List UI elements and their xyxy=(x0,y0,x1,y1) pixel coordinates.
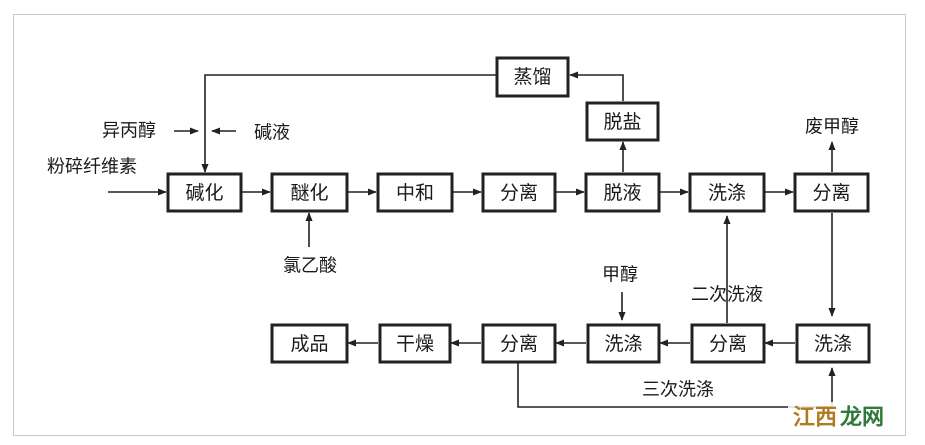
node-separate-1: 分离 xyxy=(481,172,557,213)
node-separate-2: 分离 xyxy=(793,172,870,213)
node-etherify: 醚化 xyxy=(270,172,349,213)
arrow-distill-recycle xyxy=(201,74,496,173)
node-label: 分离 xyxy=(500,182,538,204)
label-chloroacetic: 氯乙酸 xyxy=(283,256,337,277)
node-wash-1: 洗涤 xyxy=(688,172,766,213)
node-label: 分离 xyxy=(500,333,538,355)
label-waste-methanol: 废甲醇 xyxy=(805,117,859,138)
node-label: 洗涤 xyxy=(814,333,852,355)
node-label: 醚化 xyxy=(290,182,328,204)
node-product: 成品 xyxy=(270,323,349,364)
node-wash-3: 洗涤 xyxy=(586,323,661,364)
diagram-frame xyxy=(13,14,906,436)
label-isopropanol: 异丙醇 xyxy=(102,121,156,142)
label-lye: 碱液 xyxy=(254,123,290,144)
label-cellulose: 粉碎纤维素 xyxy=(47,157,137,178)
node-label: 脱盐 xyxy=(603,111,641,133)
node-label: 干燥 xyxy=(396,333,434,355)
node-distill: 蒸馏 xyxy=(495,56,570,98)
node-label: 成品 xyxy=(290,333,328,355)
watermark-logo: 江西 龙网 xyxy=(788,402,892,432)
label-third-wash: 三次洗涤 xyxy=(642,380,714,401)
node-wash-2: 洗涤 xyxy=(795,323,871,364)
label-methanol: 甲醇 xyxy=(602,265,638,286)
node-label: 中和 xyxy=(396,182,434,204)
watermark-text-1: 江西 xyxy=(793,406,837,431)
node-alkalize: 碱化 xyxy=(166,172,243,213)
arrow-desalt-distill xyxy=(569,71,624,101)
node-neutralize: 中和 xyxy=(376,172,454,213)
node-desalt: 脱盐 xyxy=(585,101,660,142)
node-label: 分离 xyxy=(709,333,747,355)
node-separate-3: 分离 xyxy=(690,323,766,364)
node-separate-4: 分离 xyxy=(481,323,557,364)
node-label: 碱化 xyxy=(185,182,223,204)
arrow-third-wash-loop xyxy=(517,363,836,408)
node-label: 洗涤 xyxy=(604,333,642,355)
node-label: 蒸馏 xyxy=(513,66,551,88)
connectors xyxy=(108,71,836,408)
node-label: 脱液 xyxy=(603,182,641,204)
watermark-text-2: 龙网 xyxy=(840,406,884,431)
label-second-wash-liquid: 二次洗液 xyxy=(691,285,763,306)
node-label: 洗涤 xyxy=(708,182,746,204)
node-dry: 干燥 xyxy=(378,323,452,364)
node-label: 分离 xyxy=(812,182,850,204)
node-desolvent: 脱液 xyxy=(584,172,661,213)
